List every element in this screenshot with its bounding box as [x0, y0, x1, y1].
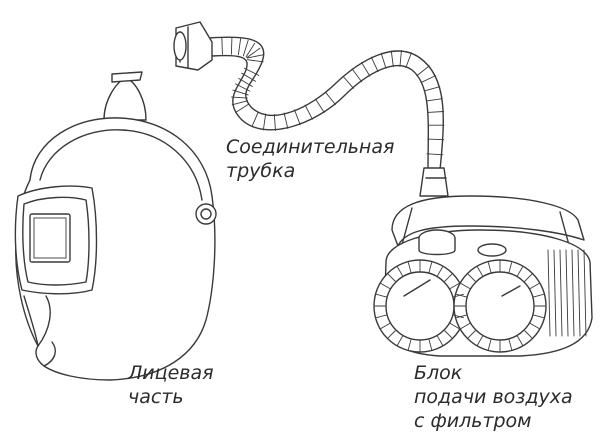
hose-rib	[232, 101, 247, 105]
label-line: с фильтром	[414, 409, 573, 433]
hose-rib	[424, 87, 439, 91]
hose-rib	[274, 114, 275, 130]
hose-rib	[428, 139, 444, 140]
hose-rib	[325, 92, 335, 105]
label-line: подачи воздуха	[414, 385, 573, 409]
hose-rib	[222, 38, 223, 54]
hose-rib	[371, 57, 378, 71]
hose-rib	[406, 53, 412, 68]
hose-rib	[343, 76, 353, 88]
hose-rib	[421, 76, 435, 83]
label-connecting-tube: Соединительная трубка	[226, 135, 394, 183]
hose-rib	[236, 104, 250, 113]
label-face-part: Лицевая часть	[128, 361, 214, 409]
hose-rib	[294, 110, 300, 125]
hose-rib	[426, 99, 442, 101]
label-line: Лицевая	[128, 361, 214, 385]
hose-rib	[400, 51, 401, 67]
label-line: трубка	[226, 159, 394, 183]
hose-rib	[427, 154, 443, 155]
hose-rib	[247, 60, 263, 62]
hose-rib	[238, 39, 240, 55]
welding-helmet	[15, 72, 216, 380]
hose-rib	[243, 40, 248, 55]
hose-rib	[284, 113, 288, 129]
hose-rib	[316, 99, 325, 112]
hose-rib	[231, 97, 247, 98]
label-blower-unit: Блок подачи воздуха с фильтром	[414, 361, 573, 433]
hose-rib	[417, 66, 430, 76]
hose-rib	[362, 62, 370, 76]
hose-rib	[231, 38, 232, 54]
hose-rib	[381, 53, 386, 68]
label-line: часть	[128, 385, 214, 409]
hose-rib	[252, 112, 258, 127]
label-line: Блок	[414, 361, 573, 385]
label-line: Соединительная	[226, 135, 394, 159]
hose-rib	[305, 105, 312, 119]
blower-unit	[374, 196, 592, 356]
hose-rib	[263, 114, 265, 130]
hose-rib	[391, 51, 393, 67]
hose-rib	[352, 69, 362, 82]
hose-rib	[428, 112, 444, 113]
